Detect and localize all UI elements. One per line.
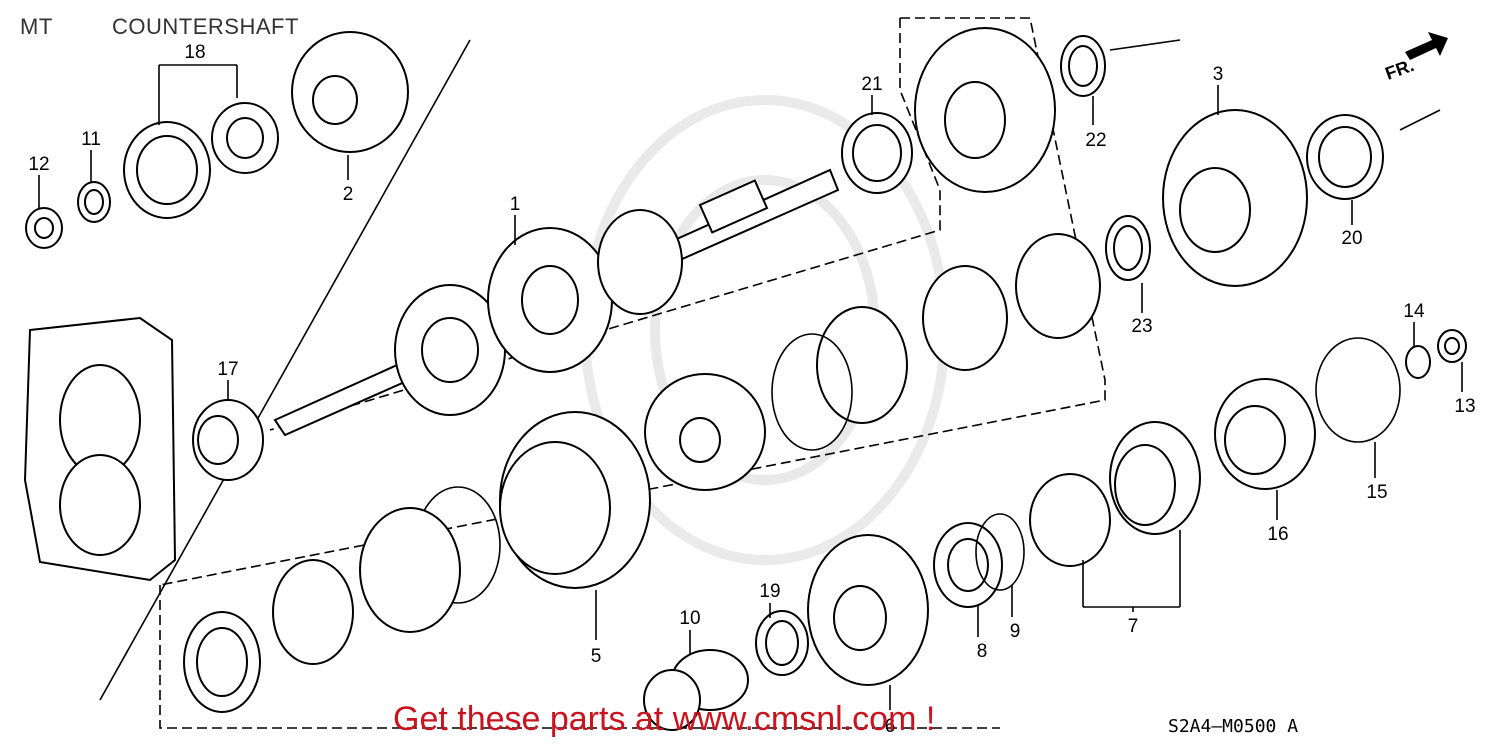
part-bearing-16[interactable] [1214,378,1316,490]
part-bearing-17[interactable] [192,399,264,481]
part-number-7: 7 [1128,616,1139,637]
axis-line-upper [99,39,471,701]
part-number-15: 15 [1366,482,1387,503]
part-ring-23[interactable] [1105,215,1151,281]
part-gear-shaft-c [597,209,683,315]
axis-line-top [1109,39,1181,51]
axis-line-right [1399,109,1441,131]
part-number-2: 2 [343,184,354,205]
part-number-14: 14 [1403,301,1425,322]
part-ring-8[interactable] [933,522,1003,608]
part-washer-14[interactable] [1405,345,1431,379]
diagram-code-text: S2A4–M0500 [1168,716,1277,737]
part-number-17: 17 [217,359,238,380]
part-bearing-18[interactable] [123,102,279,219]
part-gear-6[interactable] [807,534,929,686]
part-number-22: 22 [1085,130,1106,151]
part-gear-shaft-a [394,284,506,416]
group-boundary-lower [159,585,1000,729]
part-hub-assembly-7[interactable] [1029,421,1201,567]
diagram-code: S2A4–M0500 A [1168,716,1298,737]
page-title: COUNTERSHAFT [112,14,299,39]
part-number-5: 5 [591,646,602,667]
part-number-12: 12 [28,154,49,175]
part-spring-9[interactable] [975,513,1025,591]
part-number-10: 10 [679,608,700,629]
part-number-3: 3 [1213,64,1224,85]
part-hub-middle [644,373,766,491]
part-number-16: 16 [1267,524,1288,545]
part-number-21: 21 [861,74,882,95]
part-synchro-ring-lower [183,486,501,713]
group-boundary-upper [159,17,1106,586]
part-gear-top [914,27,1056,193]
part-gear-shaft-b [487,227,613,373]
part-number-13: 13 [1454,396,1475,417]
part-number-6: 6 [885,716,896,737]
part-nut-12[interactable] [25,207,63,249]
part-number-18: 18 [184,42,205,63]
part-number-23: 23 [1131,316,1152,337]
front-direction-label: FR. [1383,55,1417,84]
part-number-11: 11 [81,129,101,150]
part-ring-22[interactable] [1060,35,1106,97]
part-snap-ring-15[interactable] [1315,337,1401,443]
part-number-9: 9 [1010,621,1021,642]
part-number-labels: 1 2 3 5 6 7 8 9 10 11 12 13 14 15 16 17 … [28,42,1475,737]
part-needle-bearing-21[interactable] [841,112,913,194]
diagram-suffix: A [1287,716,1299,737]
group-boundary-left [269,18,941,431]
part-number-1: 1 [510,194,521,215]
front-direction-arrow-icon: FR. [1383,32,1448,84]
part-needle-bearing-20[interactable] [1306,114,1384,200]
part-transmission-housing [23,316,177,582]
promo-link[interactable]: Get these parts at www.cmsnl.com ! [393,700,936,738]
part-number-19: 19 [759,581,780,602]
part-washer-11[interactable] [77,181,111,223]
part-gear-3[interactable] [1162,109,1308,287]
part-gear-2[interactable] [291,31,409,153]
part-needle-bearing-19[interactable] [755,610,809,676]
part-collar-10[interactable] [643,649,749,731]
part-number-20: 20 [1341,228,1362,249]
part-sleeve-5[interactable] [499,411,651,589]
section-label: MT [20,14,53,39]
part-number-8: 8 [977,641,988,662]
leader-lines [38,64,1463,710]
part-nut-13[interactable] [1437,329,1467,363]
part-synchro-ring-upper [771,233,1101,451]
